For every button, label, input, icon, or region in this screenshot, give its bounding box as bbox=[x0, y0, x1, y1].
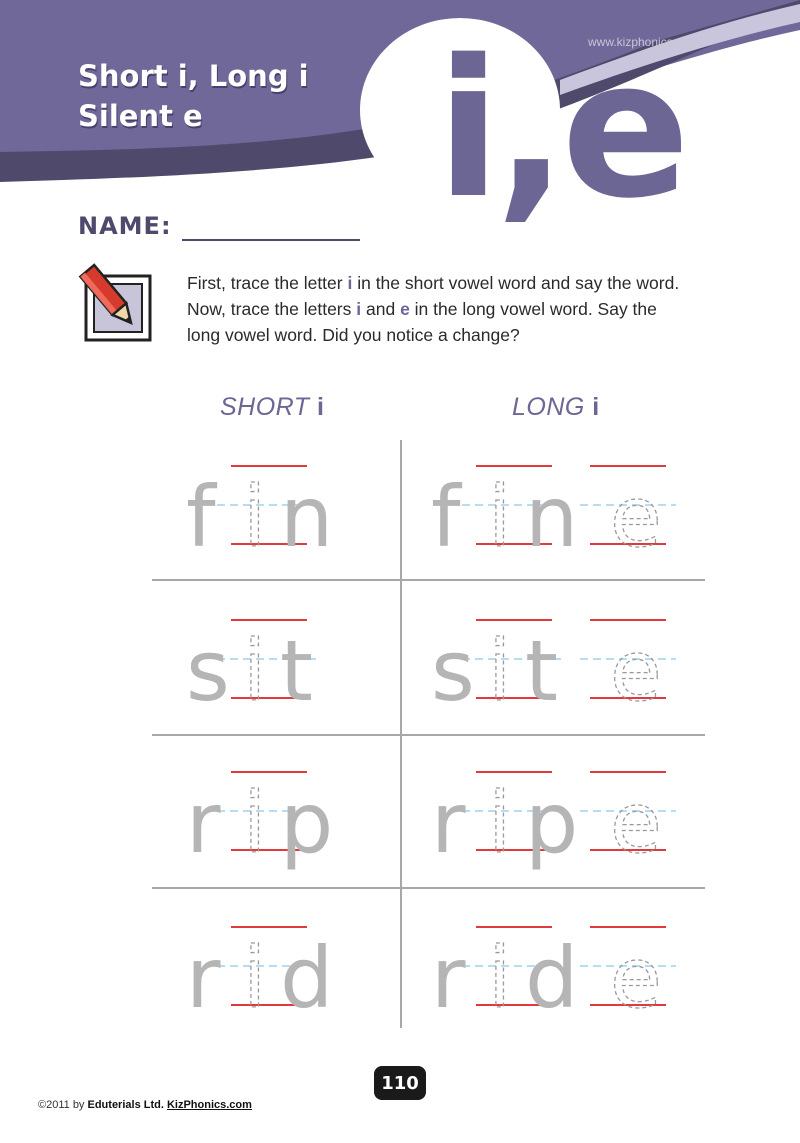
word-letter: d bbox=[525, 929, 578, 1027]
trace-letter-dashed: e bbox=[610, 622, 662, 720]
word-letter: f bbox=[186, 468, 218, 566]
pencil-checkbox-icon bbox=[78, 263, 152, 342]
trace-letter-dashed: i bbox=[243, 774, 266, 872]
trace-letter-dashed: e bbox=[610, 774, 662, 872]
word-letter: s bbox=[431, 622, 475, 720]
word-letter: n bbox=[525, 468, 578, 566]
trace-letter-dashed: i bbox=[488, 468, 511, 566]
word-letter: r bbox=[186, 929, 221, 1027]
trace-letter-dashed: e bbox=[610, 929, 662, 1027]
word-letter: t bbox=[525, 622, 558, 720]
site-link[interactable]: KizPhonics.com bbox=[166, 1099, 252, 1111]
title-line-1: Short i, Long i bbox=[78, 59, 309, 93]
word-letter: p bbox=[280, 774, 333, 872]
page-title: Short i, Long i Silent e bbox=[78, 56, 309, 136]
word-letter: r bbox=[431, 929, 466, 1027]
name-line bbox=[182, 239, 360, 241]
word-letter: p bbox=[525, 774, 578, 872]
instructions: First, trace the letter i in the short v… bbox=[187, 273, 680, 345]
header-banner bbox=[0, 0, 800, 200]
word-letter: s bbox=[186, 622, 230, 720]
highlight-letter-e: e bbox=[400, 299, 410, 319]
trace-letter-dashed: i bbox=[488, 622, 511, 720]
name-label: NAME: bbox=[78, 212, 172, 240]
trace-letter-dashed: i bbox=[243, 929, 266, 1027]
title-line-2: Silent e bbox=[78, 99, 203, 133]
big-letters: i,e bbox=[436, 19, 690, 240]
watermark: www.kizphonics.com bbox=[588, 35, 699, 49]
trace-letter-dashed: e bbox=[610, 468, 662, 566]
page-number: 110 bbox=[374, 1066, 426, 1100]
word-letter: r bbox=[186, 774, 221, 872]
highlight-letter-i: i bbox=[347, 273, 353, 293]
footer: ©2011 by Eduterials Ltd. KizPhonics.com bbox=[38, 1099, 252, 1111]
word-letter: r bbox=[431, 774, 466, 872]
word-letter: n bbox=[280, 468, 333, 566]
trace-letter-dashed: i bbox=[243, 622, 266, 720]
column-header-long: LONG i bbox=[512, 393, 600, 421]
trace-letter-dashed: i bbox=[488, 774, 511, 872]
highlight-letter-i: i bbox=[356, 299, 362, 319]
trace-letter-dashed: i bbox=[488, 929, 511, 1027]
word-letter: f bbox=[431, 468, 463, 566]
trace-letter-dashed: i bbox=[243, 468, 266, 566]
column-header-short: SHORT i bbox=[220, 393, 325, 421]
word-letter: d bbox=[280, 929, 333, 1027]
word-letter: t bbox=[280, 622, 313, 720]
